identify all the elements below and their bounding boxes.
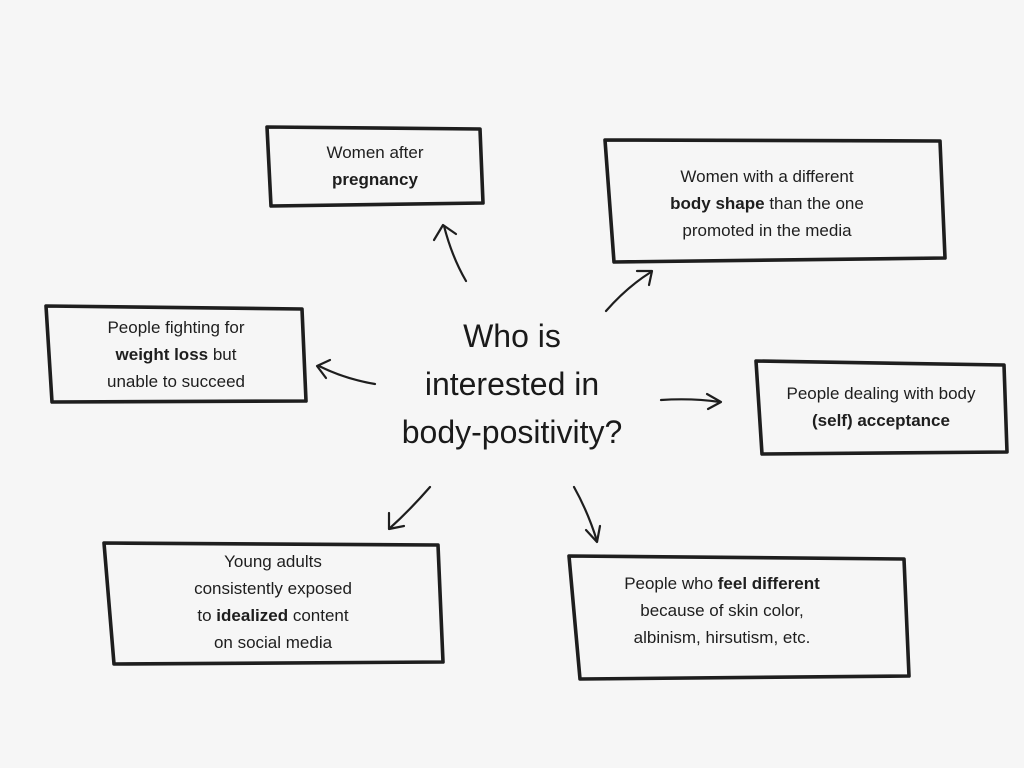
node-body-shape-rest: than the one [764,194,864,213]
node-pregnancy-line-2: pregnancy [272,166,478,193]
node-weight-loss-bold: weight loss [115,345,209,364]
arrow-to-self-acceptance [659,392,723,411]
node-feel-different: People who feel different because of ski… [586,570,858,651]
node-feel-different-line-1: People who feel different [586,570,858,597]
node-body-shape-bold: body shape [670,194,765,213]
node-feel-different-line-2: because of skin color, [640,601,804,620]
node-weight-loss-line-2: weight loss but [50,341,302,368]
arrow-to-young-adults [387,485,432,531]
node-feel-different-pre: People who [624,574,718,593]
box-body-shape [603,138,947,264]
node-young-adults-rest: content [288,606,349,625]
node-young-adults-bold: idealized [216,606,289,625]
center-line-3: body-positivity? [401,414,623,450]
node-young-adults-line-4: on social media [213,633,333,652]
box-young-adults [102,541,445,666]
node-self-acceptance-line-2: (self) acceptance [762,407,1000,434]
node-weight-loss-rest: but [208,345,237,364]
node-weight-loss-line-1: People fighting for [107,318,245,337]
node-self-acceptance-bold: (self) acceptance [812,411,950,430]
node-self-acceptance-line-1: People dealing with body [786,384,976,403]
box-feel-different [567,554,911,681]
node-body-shape-line-2: body shape than the one [612,190,922,217]
node-young-adults: Young adults consistently exposed to ide… [112,548,434,656]
center-question: Who is interested in body-positivity? [372,312,652,456]
node-weight-loss-line-3: unable to succeed [107,372,245,391]
node-body-shape: Women with a different body shape than t… [612,163,922,244]
arrow-to-pregnancy [432,223,468,283]
node-body-shape-line-3: promoted in the media [682,221,852,240]
node-pregnancy: Women after pregnancy [272,139,478,193]
node-young-adults-line-3: to idealized content [112,602,434,629]
node-feel-different-bold: feel different [717,574,820,593]
node-young-adults-line-1: Young adults [224,552,322,571]
arrow-to-feel-different [572,485,602,544]
node-body-shape-line-1: Women with a different [680,167,854,186]
node-self-acceptance: People dealing with body (self) acceptan… [762,380,1000,434]
node-young-adults-line-2: consistently exposed [194,579,352,598]
node-feel-different-line-3: albinism, hirsutism, etc. [633,628,811,647]
node-pregnancy-bold: pregnancy [332,170,418,189]
node-young-adults-pre: to [197,606,217,625]
arrow-to-weight-loss [315,358,377,386]
center-line-2: interested in [424,366,600,402]
box-self-acceptance [754,359,1009,456]
box-weight-loss [44,304,308,404]
arrow-to-body-shape [604,269,654,313]
node-pregnancy-line-1: Women after [326,143,424,162]
node-weight-loss: People fighting for weight loss but unab… [50,314,302,395]
center-line-1: Who is [463,318,561,354]
box-pregnancy [265,125,485,208]
